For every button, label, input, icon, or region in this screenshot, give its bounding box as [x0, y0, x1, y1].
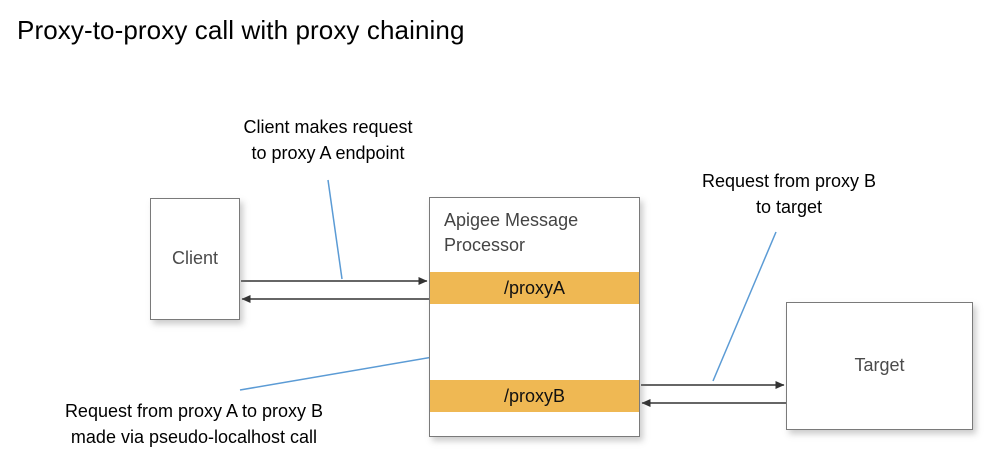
- leader-line-proxyb-target: [712, 231, 777, 382]
- message-processor-node[interactable]: Apigee Message Processor /proxyA /proxyB: [429, 197, 640, 437]
- client-node[interactable]: Client: [150, 198, 240, 320]
- message-processor-title: Apigee Message Processor: [444, 210, 579, 255]
- target-node[interactable]: Target: [786, 302, 973, 430]
- client-node-label: Client: [171, 248, 219, 269]
- target-node-label: Target: [854, 355, 905, 376]
- annotation-client-request: Client makes request to proxy A endpoint: [243, 117, 413, 163]
- page-title: Proxy-to-proxy call with proxy chaining: [17, 15, 465, 45]
- proxy-band-proxyb[interactable]: /proxyB: [430, 380, 639, 412]
- proxy-band-proxyb-label: /proxyB: [503, 385, 566, 406]
- proxy-band-proxya-label: /proxyA: [503, 277, 566, 298]
- annotation-proxyb-to-target: Request from proxy B to target: [701, 171, 877, 217]
- leader-line-client-request: [327, 179, 343, 280]
- proxy-band-proxya[interactable]: /proxyA: [430, 272, 639, 304]
- annotation-proxya-to-proxyb: Request from proxy A to proxy B made via…: [64, 401, 324, 447]
